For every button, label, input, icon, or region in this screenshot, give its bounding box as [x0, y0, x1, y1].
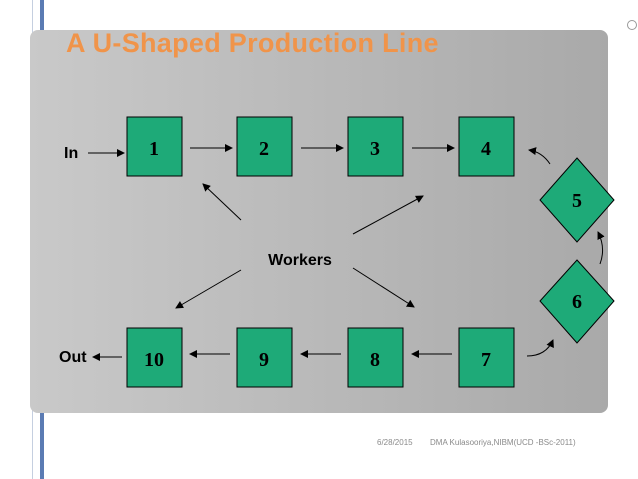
arrow-5-to-4: [528, 147, 551, 165]
station-4: 4: [458, 116, 515, 177]
station-6-label: 6: [572, 291, 582, 313]
station-1: 1: [126, 116, 183, 177]
station-10: 10: [126, 327, 183, 388]
station-7: 7: [458, 327, 515, 388]
station-5: 5: [539, 157, 615, 243]
station-3: 3: [347, 116, 404, 177]
corner-ornament: [627, 20, 637, 30]
station-2-label: 2: [259, 138, 269, 160]
slide-title: A U-Shaped Production Line: [66, 28, 439, 58]
worker-arrow-to-10: [175, 269, 242, 309]
station-3-label: 3: [370, 138, 380, 160]
arrow-7-to-6: [526, 339, 554, 357]
station-10-label: 10: [144, 349, 164, 371]
station-4-label: 4: [481, 138, 491, 160]
station-8-label: 8: [370, 349, 380, 371]
station-7-label: 7: [481, 349, 491, 371]
worker-arrow-to-4: [352, 195, 424, 235]
station-9-label: 9: [259, 349, 269, 371]
workers-label: Workers: [268, 252, 332, 269]
station-8: 8: [347, 327, 404, 388]
station-6: 6: [539, 259, 615, 344]
arrow-6-to-5: [597, 231, 605, 265]
out-label: Out: [59, 349, 87, 366]
footer-date: 6/28/2015: [377, 438, 413, 447]
in-label: In: [64, 145, 78, 162]
worker-arrow-to-7: [352, 267, 415, 308]
station-5-label: 5: [572, 190, 582, 212]
station-2: 2: [236, 116, 293, 177]
station-9: 9: [236, 327, 293, 388]
footer-author: DMA Kulasooriya,NIBM(UCD -BSc-2011): [430, 438, 576, 447]
worker-arrow-to-1: [202, 183, 242, 221]
station-1-label: 1: [149, 138, 159, 160]
